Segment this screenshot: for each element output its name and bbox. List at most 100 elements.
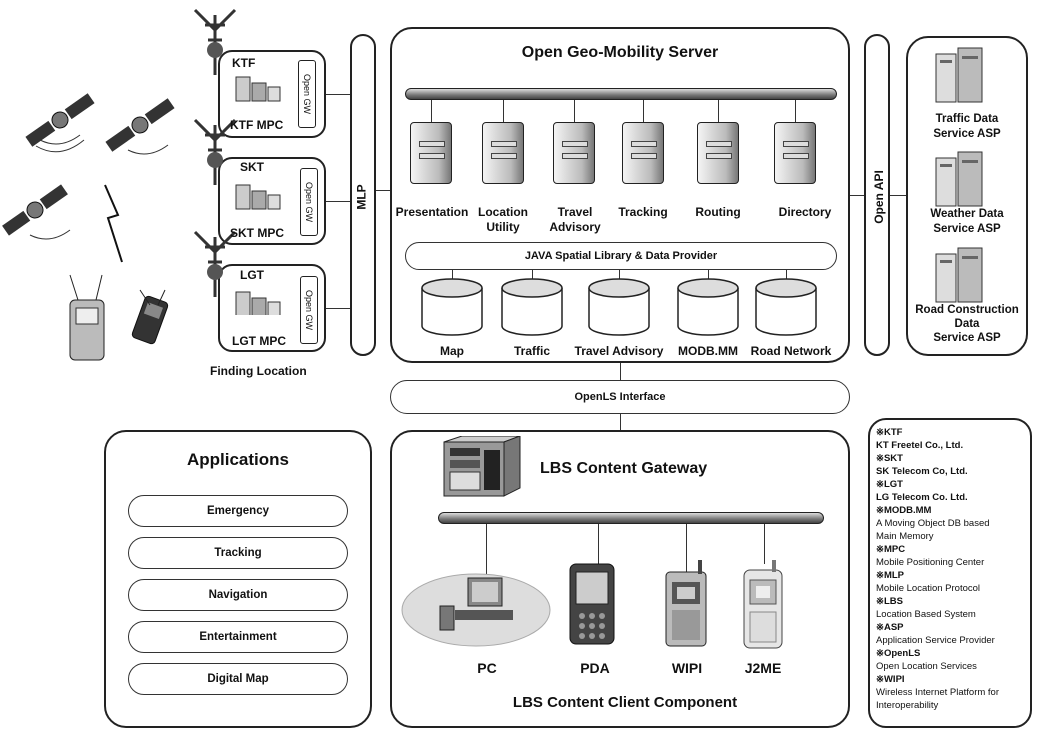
asp-label: Traffic Data Service ASP: [933, 113, 1001, 140]
antenna-tower-icon: [193, 118, 237, 185]
server-label: Tracking: [618, 205, 668, 219]
legend-desc: LG Telecom Co. Ltd.: [876, 492, 968, 503]
server-rack-icon: [235, 76, 281, 102]
antenna-towers: [193, 8, 237, 297]
db-label: Road Network: [750, 344, 832, 358]
open-gw-box: Open GW: [300, 276, 318, 344]
app-item-tracking[interactable]: Tracking: [128, 537, 348, 569]
connector: [452, 270, 453, 282]
db-label: Travel Advisory: [574, 344, 664, 358]
app-item-emergency[interactable]: Emergency: [128, 495, 348, 527]
legend-key: ※KTF: [876, 427, 903, 438]
connector: [620, 363, 621, 380]
connector: [503, 100, 504, 122]
legend-desc: Mobile Positioning Center: [876, 557, 985, 568]
legend-key: ※MODB.MM: [876, 505, 932, 516]
legend-desc: Wireless Internet Platform for Interoper…: [876, 687, 1000, 711]
server-icon: [553, 122, 595, 184]
server-label: Routing: [695, 205, 741, 219]
connector: [850, 195, 864, 196]
legend-desc: Application Service Provider: [876, 635, 995, 646]
carrier-name: SKT: [240, 160, 264, 174]
app-item-navigation[interactable]: Navigation: [128, 579, 348, 611]
legend-desc: Open Location Services: [876, 661, 977, 672]
carrier-name: LGT: [240, 268, 264, 282]
asp-label: Weather Data Service ASP: [930, 208, 1004, 235]
connector: [890, 195, 906, 196]
server-label: Directory: [778, 205, 832, 219]
app-item-digital-map[interactable]: Digital Map: [128, 663, 348, 695]
database-cylinders: [421, 278, 817, 336]
database-icon: [588, 278, 650, 336]
server-icon: [410, 122, 452, 184]
legend-desc: Mobile Location Protocol: [876, 583, 981, 594]
client-devices: [401, 560, 783, 649]
legend-desc: KT Freetel Co., Ltd.: [876, 440, 964, 451]
wipi-phone-icon: [665, 560, 707, 647]
legend-desc: SK Telecom Co, Ltd.: [876, 466, 968, 477]
connector: [486, 524, 487, 584]
mlp-label: MLP: [354, 184, 369, 210]
mobile-phone-icon: [131, 295, 169, 345]
gateway-bus: [438, 512, 824, 524]
carrier-mpc: SKT MPC: [230, 226, 284, 240]
database-icon: [501, 278, 563, 336]
antenna-tower-icon: [193, 230, 237, 297]
legend-list: ※KTF KT Freetel Co., Ltd. ※SKT SK Teleco…: [876, 426, 1026, 712]
connector: [620, 414, 621, 430]
connector: [532, 270, 533, 282]
legend-box: [868, 418, 1032, 728]
app-item-entertainment[interactable]: Entertainment: [128, 621, 348, 653]
db-label: MODB.MM: [678, 344, 738, 358]
carrier-mpc: KTF MPC: [230, 118, 284, 132]
signal-icon: [104, 184, 123, 263]
connector: [643, 100, 644, 122]
openls-interface: OpenLS Interface: [390, 380, 850, 414]
antenna-tower-icon: [193, 8, 237, 75]
gateway-footer: LBS Content Client Component: [512, 694, 738, 711]
connector: [786, 270, 787, 282]
legend-desc: Location Based System: [876, 609, 976, 620]
connector: [326, 201, 350, 202]
open-gw-box: Open GW: [300, 168, 318, 236]
database-icon: [755, 278, 817, 336]
database-icon: [677, 278, 739, 336]
legend-key: ※LBS: [876, 596, 903, 607]
server-label: Location Utility: [478, 205, 528, 234]
open-gw-box: Open GW: [298, 60, 316, 128]
server-icon: [482, 122, 524, 184]
legend-key: ※ASP: [876, 622, 904, 633]
pc-icon: [401, 573, 551, 647]
satellite-icon: [2, 184, 68, 236]
server-label: Travel Advisory: [549, 205, 601, 234]
gateway-title: LBS Content Gateway: [540, 460, 708, 477]
legend-key: ※OpenLS: [876, 648, 921, 659]
server-icon: [697, 122, 739, 184]
legend-key: ※LGT: [876, 479, 903, 490]
mpc-servers: [235, 76, 281, 315]
legend-key: ※WIPI: [876, 674, 905, 685]
connector: [795, 100, 796, 122]
legend-desc: A Moving Object DB based Main Memory: [876, 518, 990, 542]
server-icon: [622, 122, 664, 184]
pda-icon: [569, 563, 615, 645]
device-label: J2ME: [744, 660, 782, 676]
connector: [686, 524, 687, 572]
device-label: WIPI: [671, 660, 703, 676]
asp-servers: [935, 47, 983, 303]
connector: [598, 524, 599, 564]
db-label: Map: [440, 344, 464, 358]
server-rack-icon: [935, 247, 983, 303]
server-icon: [774, 122, 816, 184]
satellite-icon: [105, 98, 175, 152]
mobile-phone-icon: [69, 274, 105, 361]
java-spatial-library: JAVA Spatial Library & Data Provider: [405, 242, 837, 270]
device-label: PC: [477, 660, 497, 676]
server-rack-icon: [935, 151, 983, 207]
legend-key: ※MLP: [876, 570, 905, 581]
satellite-phones-illustration: [2, 93, 175, 361]
open-api-bar: [864, 34, 890, 356]
connector: [326, 308, 350, 309]
connector: [718, 100, 719, 122]
server-title: Open Geo-Mobility Server: [521, 44, 719, 61]
